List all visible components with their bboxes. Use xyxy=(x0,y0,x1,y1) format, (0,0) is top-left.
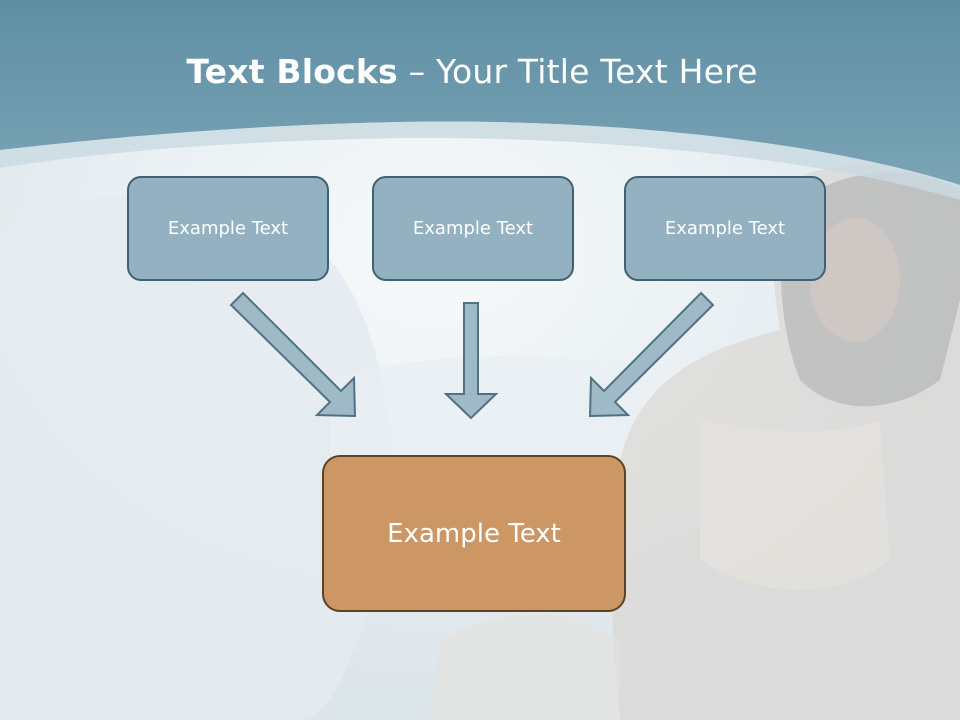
slide-title: Text Blocks – Your Title Text Here xyxy=(0,52,944,91)
text-block-main-label: Example Text xyxy=(387,518,561,549)
arrow-left xyxy=(229,291,357,418)
text-block-3-label: Example Text xyxy=(664,218,786,239)
text-block-main[interactable]: Example Text xyxy=(322,455,626,612)
arrow-center xyxy=(443,302,499,420)
title-rest: Your Title Text Here xyxy=(435,52,758,91)
title-dash: – xyxy=(397,52,436,91)
arrow-right xyxy=(588,291,715,418)
title-bold: Text Blocks xyxy=(186,52,398,91)
text-block-3[interactable]: Example Text xyxy=(624,176,826,281)
text-block-1-label: Example Text xyxy=(167,218,289,239)
text-block-2[interactable]: Example Text xyxy=(372,176,574,281)
text-block-1[interactable]: Example Text xyxy=(127,176,329,281)
text-block-2-label: Example Text xyxy=(412,218,534,239)
